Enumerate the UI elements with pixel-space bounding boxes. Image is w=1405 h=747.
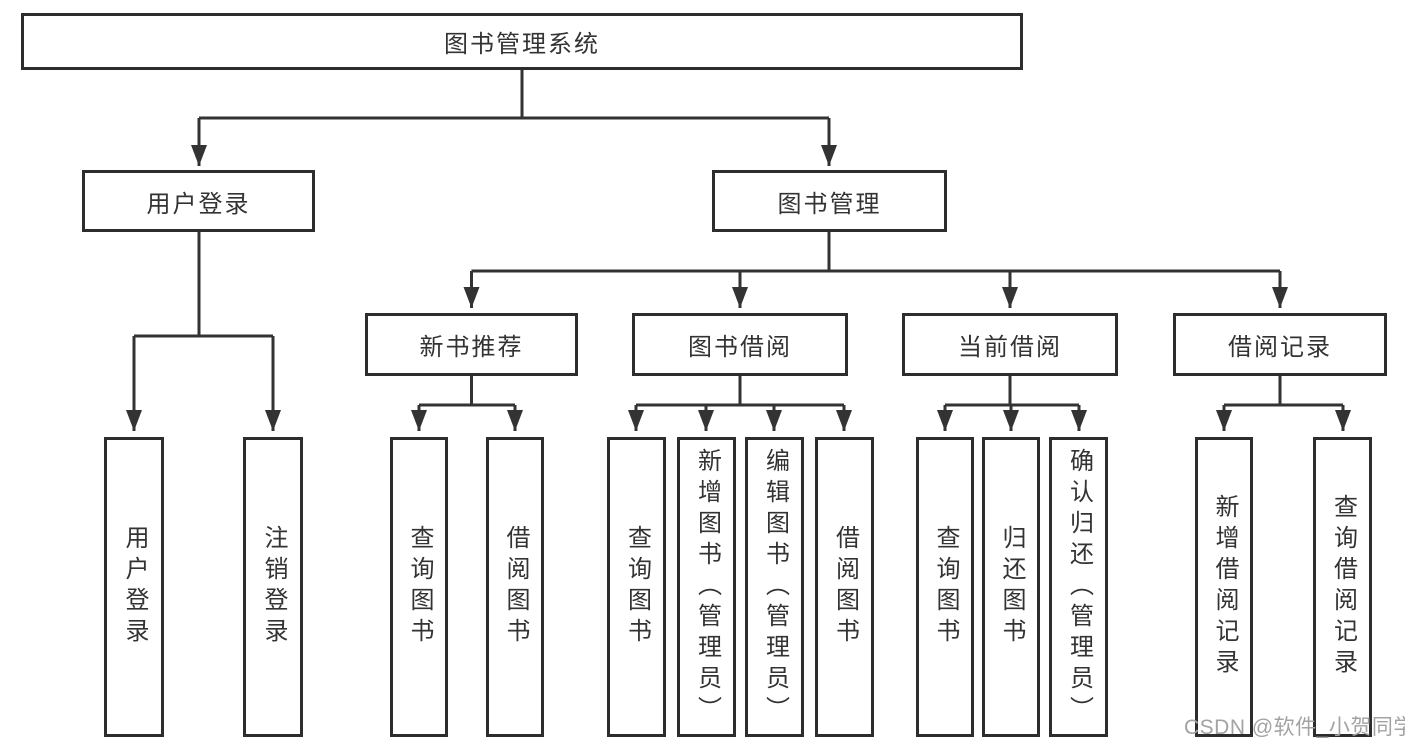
node-root-label: 图书管理系统 [444,31,600,58]
node-user-login-label: 用户登录 [146,190,251,218]
node-book-management-label: 图书管理 [777,190,882,218]
leaf-borrow-edit-books-admin: 编辑图书（管理员） [745,437,804,737]
node-root: 图书管理系统 [21,13,1023,70]
connector-user-login-rail [134,232,273,338]
leaf-current-return-books: 归还图书 [982,437,1040,737]
leaf-recommend-query-books-label: 查询图书 [406,525,433,649]
leaf-records-add-record-label: 新增借阅记录 [1211,494,1238,680]
node-book-management: 图书管理 [712,170,947,232]
connector-book-management-rail [471,232,1280,273]
leaf-current-query-books-label: 查询图书 [932,525,959,649]
leaf-borrow-borrow-books-label: 借阅图书 [831,525,859,649]
node-new-book-recommend-label: 新书推荐 [419,334,524,361]
node-new-book-recommend: 新书推荐 [365,313,578,376]
leaf-borrow-edit-books-admin-label: 编辑图书（管理员） [761,447,789,727]
node-book-borrow-label: 图书借阅 [688,334,792,361]
node-current-borrow-label: 当前借阅 [958,334,1062,361]
leaf-records-query-record: 查询借阅记录 [1313,437,1372,737]
connector-book-borrow-rail [636,376,844,407]
watermark-text: CSDN @软件_小贺同学 [1184,716,1405,739]
node-user-login: 用户登录 [82,170,315,232]
leaf-recommend-query-books: 查询图书 [390,437,448,737]
leaf-current-return-books-label: 归还图书 [998,525,1025,649]
leaf-current-confirm-return-admin: 确认归还（管理员） [1049,437,1108,737]
leaf-current-confirm-return-admin-label: 确认归还（管理员） [1065,447,1093,727]
leaf-borrow-query-books: 查询图书 [607,437,666,737]
node-borrow-records-label: 借阅记录 [1228,334,1332,361]
node-book-borrow: 图书借阅 [632,313,848,376]
leaf-user-login-label: 用户登录 [121,525,148,649]
leaf-recommend-borrow-books: 借阅图书 [486,437,544,737]
leaf-borrow-add-books-admin: 新增图书（管理员） [677,437,736,737]
leaf-logout: 注销登录 [243,437,303,737]
leaf-borrow-add-books-admin-label: 新增图书（管理员） [693,447,721,727]
connector-root-rail [199,70,829,120]
leaf-recommend-borrow-books-label: 借阅图书 [502,525,529,649]
leaf-borrow-borrow-books: 借阅图书 [815,437,874,737]
leaf-logout-label: 注销登录 [260,525,287,649]
leaf-user-login: 用户登录 [104,437,164,737]
leaf-records-add-record: 新增借阅记录 [1195,437,1253,737]
leaf-borrow-query-books-label: 查询图书 [623,525,651,649]
connector-borrow-records-rail [1224,376,1343,407]
leaf-records-query-record-label: 查询借阅记录 [1329,494,1357,680]
connector-new-book-recommend-rail [419,376,515,407]
node-current-borrow: 当前借阅 [902,313,1118,376]
leaf-current-query-books: 查询图书 [916,437,974,737]
arrow-drops [126,118,1351,431]
node-borrow-records: 借阅记录 [1173,313,1387,376]
connector-current-borrow-rail [945,376,1079,407]
